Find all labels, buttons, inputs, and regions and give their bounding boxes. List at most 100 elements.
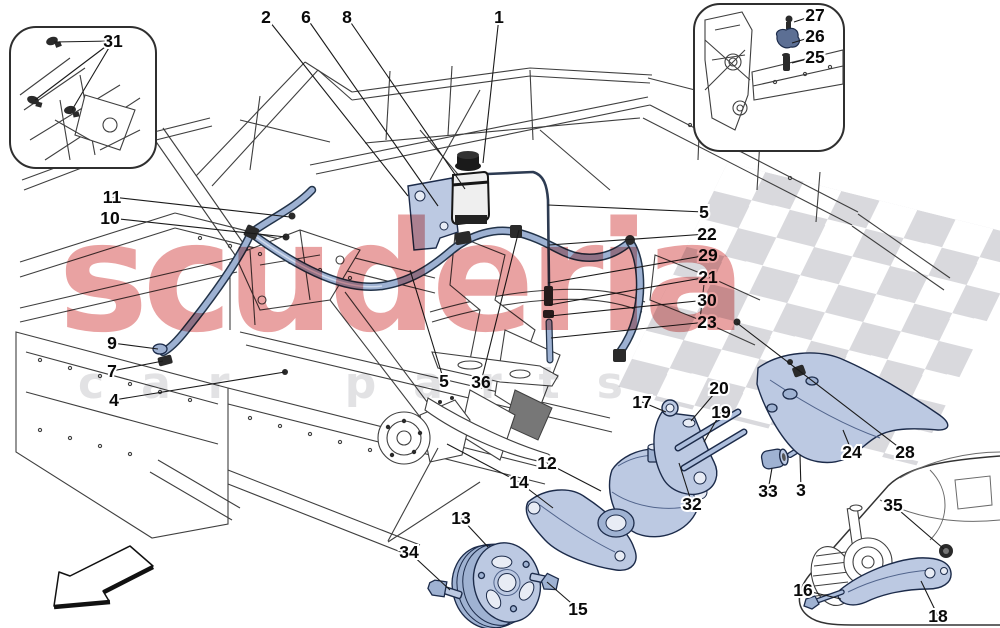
callout-25: 25: [805, 47, 825, 67]
callout-21: 21: [698, 267, 718, 287]
callout-10: 10: [100, 208, 120, 228]
leader-line-10: [109, 217, 287, 238]
reservoir-base: [455, 215, 487, 224]
pulley-bolt-15: [529, 572, 560, 591]
callout-24: 24: [842, 442, 862, 462]
stud-washer: [682, 418, 696, 428]
callout-4: 4: [109, 390, 119, 410]
callout-16: 16: [793, 580, 813, 600]
callout-5b: 5: [439, 371, 449, 391]
leader-line-31: [34, 40, 114, 101]
pump-mount-bracket-17: [653, 399, 748, 496]
leader-line-5b: [409, 269, 445, 382]
callout-13: 13: [451, 508, 471, 528]
leader-line-15: [546, 581, 579, 610]
leader-line-19: [703, 411, 722, 443]
callout-14: 14: [509, 472, 529, 492]
leader-line-4: [113, 371, 286, 401]
leader-line-14: [518, 481, 554, 509]
spacer-bushing-33: [760, 448, 789, 470]
leader-line-20: [690, 387, 720, 422]
pump-bracket-14: [525, 489, 637, 571]
leader-line-35: [892, 504, 945, 550]
leader-line-28: [736, 322, 906, 453]
leader-line-6: [305, 16, 439, 207]
callout-9: 9: [107, 333, 117, 353]
leader-line-36: [480, 229, 520, 383]
callout-11: 11: [103, 187, 122, 207]
leader-line-23: [550, 321, 708, 339]
callout-31: 31: [103, 31, 123, 51]
leader-line-1: [482, 16, 500, 164]
callout-17: 17: [632, 392, 651, 412]
callout-18: 18: [928, 606, 948, 626]
leader-line-31: [71, 40, 114, 111]
support-bracket-18: [837, 557, 952, 606]
leader-line-14: [446, 443, 520, 483]
pump-in-situ: [377, 396, 552, 543]
leader-line-7: [111, 360, 164, 372]
hose-elbow-fitting: [625, 235, 635, 245]
callout-20: 20: [709, 378, 729, 398]
callout-2: 2: [261, 7, 271, 27]
leader-line-8: [346, 16, 466, 190]
leader-line-33: [767, 467, 773, 492]
hose-fitting: [544, 286, 553, 306]
hose-clamp: [243, 224, 260, 240]
leader-line-29: [547, 254, 709, 284]
callout-22: 22: [697, 224, 717, 244]
leader-line-26: [791, 35, 816, 44]
callout-28: 28: [895, 442, 915, 462]
detail-inset-top-left: [9, 26, 157, 169]
leader-line-24: [842, 429, 853, 453]
leader-line-3: [799, 454, 802, 491]
leader-line-27: [793, 14, 816, 23]
callout-30: 30: [697, 290, 717, 310]
leader-line-30: [549, 299, 708, 317]
callout-27: 27: [805, 5, 824, 25]
leader-line-31: [53, 40, 114, 43]
leader-line-21: [548, 276, 709, 306]
callout-36: 36: [471, 372, 491, 392]
hose-union: [510, 225, 522, 238]
callout-6: 6: [301, 7, 311, 27]
direction-arrow: [53, 545, 155, 610]
pulley-bolt-34: [427, 579, 463, 600]
callout-35: 35: [883, 495, 903, 515]
leader-line-17: [641, 401, 667, 413]
callout-19: 19: [711, 402, 731, 422]
callout-1: 1: [494, 7, 504, 27]
callout-15: 15: [568, 599, 588, 619]
bracket-bolt-16: [803, 589, 845, 610]
callout-8: 8: [342, 7, 352, 27]
leader-line-5: [547, 204, 705, 213]
callout-29: 29: [698, 245, 718, 265]
leader-line-12: [546, 462, 602, 492]
callout-5: 5: [699, 202, 709, 222]
callout-32: 32: [682, 494, 702, 514]
leader-line-18: [920, 580, 939, 617]
callout-3: 3: [796, 480, 806, 500]
leader-line-9: [111, 342, 159, 350]
pulley: [451, 542, 542, 628]
chassis-frame: [15, 61, 951, 559]
frame-bolt: [288, 212, 296, 220]
callout-23: 23: [697, 312, 717, 332]
leader-line-22: [548, 233, 708, 246]
hose-end-fitting: [613, 349, 626, 362]
leader-line-2: [265, 16, 409, 197]
leader-line-25: [791, 56, 816, 64]
fluid-reservoir-assembly: [407, 151, 491, 251]
callout-34: 34: [399, 542, 419, 562]
pump-detail-bubble: [798, 451, 1000, 626]
pipe-grommet: [152, 343, 168, 355]
leader-line-11: [111, 196, 291, 218]
leader-line-13: [460, 517, 489, 548]
callout-26: 26: [805, 26, 825, 46]
leader-line-32: [678, 462, 693, 505]
callout-12: 12: [537, 453, 557, 473]
pipe-end-bolt: [157, 354, 173, 367]
